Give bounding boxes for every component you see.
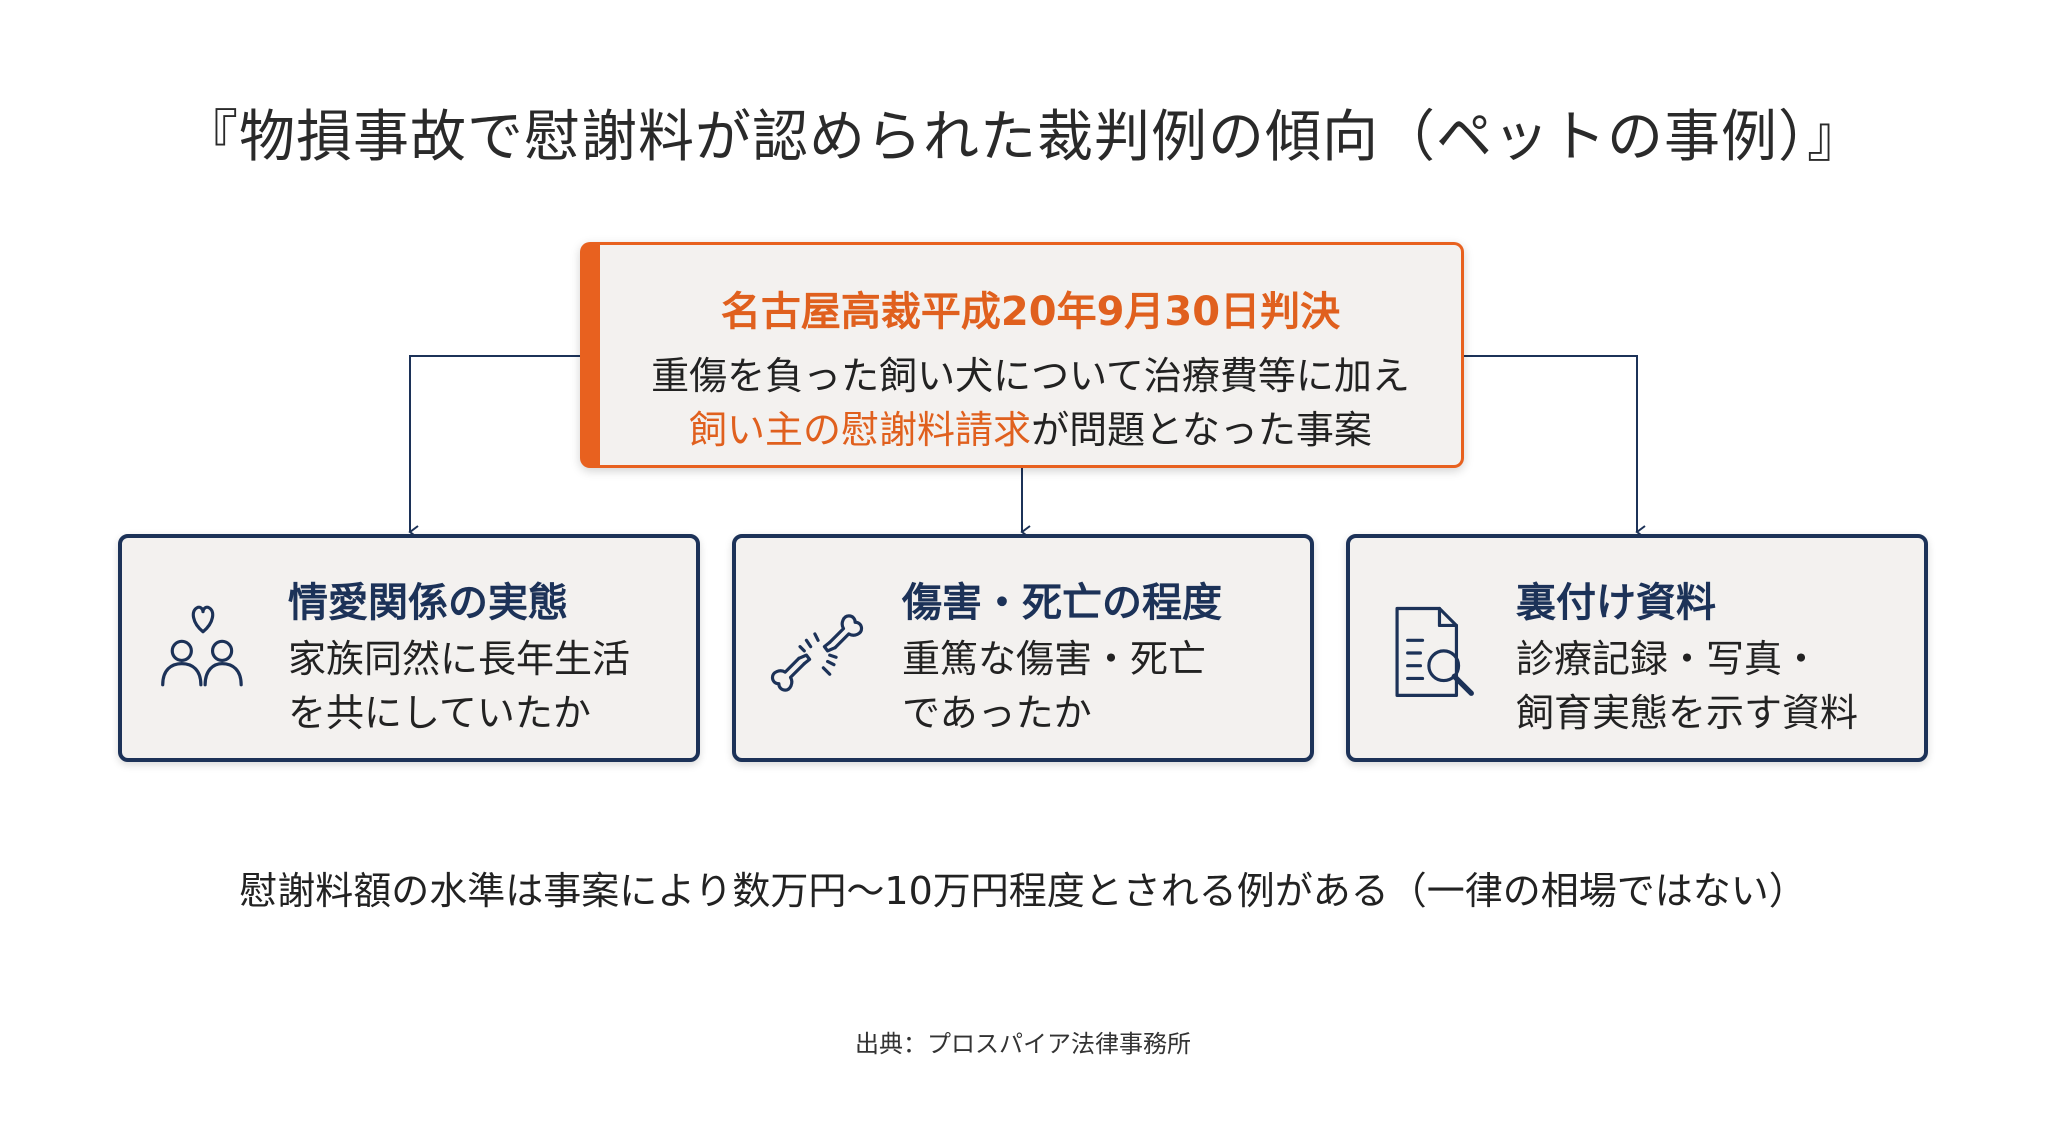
card-description: 重篤な傷害・死亡 であったか [902,632,1206,740]
broken-bone-icon [770,614,864,692]
card-line: であったか [902,691,1092,735]
connector-right [1464,355,1646,539]
card-title: 裏付け資料 [1516,580,1716,626]
court-case-line-2-rest: が問題となった事案 [1031,408,1372,452]
card-description: 診療記録・写真・ 飼育実態を示す資料 [1516,632,1858,740]
court-case-line-1: 重傷を負った飼い犬について治療費等に加え [651,354,1410,398]
factor-card-severity: 傷害・死亡の程度 重篤な傷害・死亡 であったか [732,534,1314,762]
card-title: 情愛関係の実態 [288,580,568,626]
card-line: を共にしていたか [288,691,591,735]
card-description: 家族同然に長年生活 を共にしていたか [288,632,630,740]
court-case-line-2: 飼い主の慰謝料請求が問題となった事案 [600,403,1461,457]
document-search-icon [1395,606,1474,697]
connector-left [408,355,580,539]
people-heart-icon [161,605,243,687]
court-case-box: 名古屋高裁平成20年9月30日判決 重傷を負った飼い犬について治療費等に加え 飼… [580,242,1464,468]
card-line: 飼育実態を示す資料 [1516,691,1859,735]
court-case-highlight: 飼い主の慰謝料請求 [689,408,1032,452]
card-line: 診療記録・写真・ [1516,637,1821,681]
card-title: 傷害・死亡の程度 [902,580,1222,626]
page-title: 『物損事故で慰謝料が認められた裁判例の傾向（ペットの事例）』 [182,105,1864,170]
court-case-heading: 名古屋高裁平成20年9月30日判決 [720,289,1341,335]
card-line: 家族同然に長年生活 [288,637,631,681]
compensation-note: 慰謝料額の水準は事案により数万円〜10万円程度とされる例がある（一律の相場ではな… [239,869,1807,913]
factor-card-evidence: 裏付け資料 診療記録・写真・ 飼育実態を示す資料 [1346,534,1928,762]
card-line: 重篤な傷害・死亡 [902,637,1207,681]
source-citation: 出典：プロスパイア法律事務所 [855,1030,1191,1058]
factor-card-relationship: 情愛関係の実態 家族同然に長年生活 を共にしていたか [118,534,700,762]
